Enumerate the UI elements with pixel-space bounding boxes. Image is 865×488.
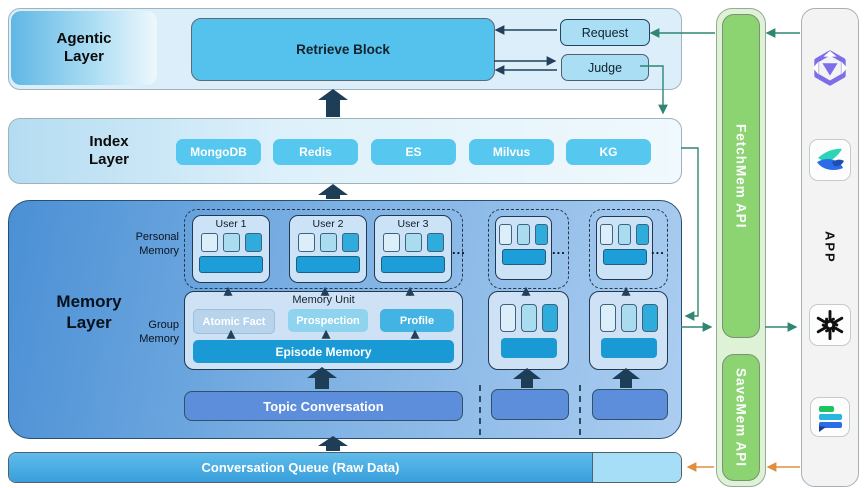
savemem-api-bar: SaveMem API (722, 354, 760, 481)
agentic-layer-container: Agentic Layer Retrieve Block Request Jud… (8, 8, 682, 90)
ellipsis: ... (651, 242, 665, 257)
conversation-queue-label: Conversation Queue (Raw Data) (9, 453, 593, 482)
memory-fragment-chip (297, 233, 315, 252)
ellipsis: ... (552, 242, 566, 257)
prospection-chip: Prospection (288, 309, 368, 332)
episode-memory-bar (500, 338, 557, 358)
memory-fragment-chip (341, 233, 359, 252)
memory-fragment-chip (200, 233, 218, 252)
memory-fragment-chip (319, 233, 337, 252)
memory-fragment-chip (404, 233, 422, 252)
store-milvus: Milvus (469, 139, 554, 165)
user-memory-bar (602, 249, 647, 265)
memory-fragment-chip (620, 304, 637, 332)
memory-fragment-chip (599, 304, 616, 332)
user-card-2: User 2 (289, 215, 367, 283)
memory-unit-title: Memory Unit (292, 294, 355, 306)
openai-logo-icon (809, 304, 851, 346)
chat-app-logo-icon (810, 397, 850, 437)
column-separator (479, 385, 481, 435)
user-card-3: User 3 (374, 215, 452, 283)
topic-conversation-box (491, 389, 569, 420)
user-memory-bar (296, 256, 360, 273)
user-card (596, 216, 653, 280)
group-memory-unit (589, 291, 668, 370)
personal-memory-label: Personal Memory (135, 231, 179, 257)
memory-fragment-chip (641, 304, 658, 332)
memory-fragment-chip (426, 233, 444, 252)
memory-layer-title: Memory Layer (56, 292, 122, 333)
store-es: ES (371, 139, 456, 165)
memory-fragment-chip (222, 233, 240, 252)
retrieve-block: Retrieve Block (191, 18, 495, 81)
memory-fragment-chip (517, 224, 530, 245)
episode-memory-bar: Episode Memory (193, 340, 454, 363)
topic-conversation-bar: Topic Conversation (184, 391, 463, 421)
user-memory-bar (501, 249, 546, 265)
memory-unit: Memory Unit Atomic Fact Prospection Prof… (184, 291, 463, 370)
store-mongodb: MongoDB (176, 139, 261, 165)
memory-fragment-chip (499, 304, 516, 332)
user-memory-bar (199, 256, 263, 273)
user-card (495, 216, 552, 280)
app-column-label: APP (822, 231, 838, 264)
episode-memory-bar (600, 338, 657, 358)
personal-memory-group: ... (589, 209, 668, 289)
agentic-layer-title: Agentic Layer (11, 11, 157, 85)
memory-fragment-chip (520, 304, 537, 332)
lark-logo-icon (809, 139, 851, 181)
index-layer-title: Index Layer (88, 133, 130, 168)
profile-chip: Profile (380, 309, 454, 332)
personal-memory-group: User 1 User 2 User 3 (184, 209, 466, 289)
store-redis: Redis (273, 139, 358, 165)
qwen-logo-icon (811, 49, 849, 92)
user-memory-bar (381, 256, 445, 273)
store-kg: KG (566, 139, 651, 165)
app-column: APP (801, 8, 859, 487)
column-separator (579, 385, 581, 435)
memory-fragment-chip (600, 224, 613, 245)
index-layer-container: Index Layer MongoDB Redis ES Milvus KG (8, 118, 682, 184)
group-memory-label: Group Memory (139, 319, 179, 345)
ellipsis: ... (452, 242, 466, 257)
request-box: Request (560, 19, 650, 46)
memory-fragment-chip (244, 233, 262, 252)
memory-fragment-chip (499, 224, 512, 245)
memory-fragment-chip (636, 224, 649, 245)
fetchmem-api-bar: FetchMem API (722, 14, 760, 338)
judge-box: Judge (561, 54, 649, 81)
memory-fragment-chip (541, 304, 558, 332)
topic-conversation-box (592, 389, 668, 420)
memory-fragment-chip (382, 233, 400, 252)
personal-memory-group: ... (488, 209, 569, 289)
memory-fragment-chip (618, 224, 631, 245)
atomic-fact-chip: Atomic Fact (193, 309, 275, 334)
memory-fragment-chip (535, 224, 548, 245)
conversation-queue-tail (593, 453, 681, 482)
user-card-1: User 1 (192, 215, 270, 283)
group-memory-unit (488, 291, 569, 370)
conversation-queue: Conversation Queue (Raw Data) (8, 452, 682, 483)
memory-layer-container: Memory Layer Personal Memory Group Memor… (8, 200, 682, 439)
